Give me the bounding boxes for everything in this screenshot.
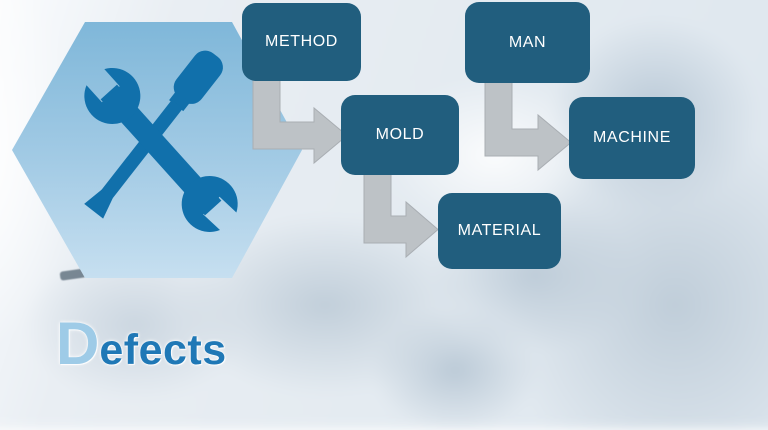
arrow-mold-to-material xyxy=(363,173,439,259)
screwdriver-icon xyxy=(84,50,223,219)
crossed-tools-hexagon-icon xyxy=(12,22,302,278)
node-method: METHOD xyxy=(242,3,361,81)
node-man: MAN xyxy=(465,2,590,83)
node-material-label: MATERIAL xyxy=(457,222,542,239)
connector-arrows xyxy=(252,78,572,259)
node-material: MATERIAL xyxy=(438,193,561,269)
arrow-man-to-machine xyxy=(484,81,572,172)
title-initial: D xyxy=(56,310,100,377)
node-mold-label: MOLD xyxy=(375,126,425,143)
wrench-icon xyxy=(84,67,238,232)
arrow-method-to-mold xyxy=(252,78,348,165)
title-rest: efects xyxy=(99,326,227,374)
node-man-label: MAN xyxy=(508,33,547,51)
node-method-label: METHOD xyxy=(265,33,338,50)
node-mold: MOLD xyxy=(341,95,459,175)
node-machine: MACHINE xyxy=(569,97,695,179)
node-machine-label: MACHINE xyxy=(593,129,671,146)
